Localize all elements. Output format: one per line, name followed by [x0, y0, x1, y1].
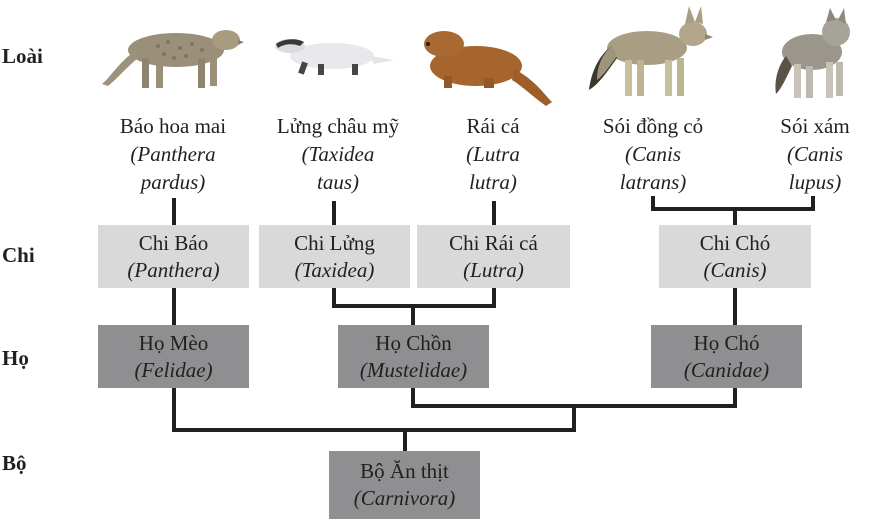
- connector-line: [172, 428, 576, 432]
- family-name: Họ Chó: [693, 330, 760, 355]
- rank-label-family: Họ: [2, 346, 29, 370]
- genus-name: Chi Chó: [699, 230, 771, 255]
- family-scientific-name: (Felidae): [134, 357, 213, 382]
- species-common-name: Lửng châu mỹ: [276, 114, 400, 138]
- connector-line: [172, 198, 176, 225]
- family-box-mustelidae: Họ Chồn (Mustelidae): [338, 325, 489, 388]
- genus-name: Chi Lửng: [294, 230, 375, 255]
- species-scientific-name-genus: (Canis: [786, 142, 843, 166]
- connector-line: [492, 288, 496, 307]
- genus-scientific-name: (Taxidea): [294, 257, 375, 282]
- species-common-name: Sói xám: [780, 114, 850, 138]
- connector-line: [403, 428, 407, 451]
- connector-line: [572, 404, 576, 431]
- family-name: Họ Mèo: [138, 330, 209, 355]
- order-box-carnivora: Bộ Ăn thịt (Carnivora): [329, 451, 480, 519]
- family-name: Họ Chồn: [375, 330, 452, 355]
- rank-label-species: Loài: [2, 44, 43, 68]
- connector-line: [811, 196, 815, 210]
- species-label-gray-wolf: Sói xám (Canis lupus): [730, 112, 875, 196]
- otter-illustration-icon: [414, 24, 554, 109]
- connector-line: [411, 388, 415, 408]
- species-common-name: Sói đồng cỏ: [602, 114, 704, 138]
- rank-label-order: Bộ: [2, 451, 27, 475]
- connector-line: [651, 196, 655, 210]
- species-scientific-name-genus: (Panthera: [130, 142, 216, 166]
- genus-box-panthera: Chi Báo (Panthera): [98, 225, 249, 288]
- gray-wolf-illustration-icon: [770, 4, 860, 104]
- genus-scientific-name: (Panthera): [127, 257, 220, 282]
- coyote-illustration-icon: [585, 2, 715, 102]
- genus-box-canis: Chi Chó (Canis): [659, 225, 811, 288]
- genus-name: Chi Rái cá: [449, 230, 538, 255]
- connector-line: [332, 201, 336, 225]
- species-scientific-name-genus: (Canis: [624, 142, 681, 166]
- genus-name: Chi Báo: [138, 230, 209, 255]
- order-scientific-name: (Carnivora): [353, 486, 456, 510]
- species-scientific-name-epithet: lupus): [788, 170, 842, 194]
- species-scientific-name-genus: (Lutra: [466, 142, 520, 166]
- species-label-coyote: Sói đồng cỏ (Canis latrans): [568, 112, 738, 196]
- rank-label-genus: Chi: [2, 243, 35, 267]
- connector-line: [332, 288, 336, 307]
- species-label-leopard: Báo hoa mai (Panthera pardus): [88, 112, 258, 196]
- family-box-felidae: Họ Mèo (Felidae): [98, 325, 249, 388]
- connector-line: [733, 388, 737, 408]
- species-scientific-name-genus: (Taxidea: [301, 142, 375, 166]
- genus-scientific-name: (Canis): [703, 257, 767, 282]
- connector-line: [172, 388, 176, 431]
- connector-line: [492, 201, 496, 225]
- connector-line: [733, 207, 737, 225]
- leopard-illustration-icon: [98, 18, 248, 93]
- species-label-badger: Lửng châu mỹ (Taxidea taus): [253, 112, 423, 196]
- family-box-canidae: Họ Chó (Canidae): [651, 325, 802, 388]
- connector-line: [733, 288, 737, 325]
- genus-box-taxidea: Chi Lửng (Taxidea): [259, 225, 410, 288]
- american-badger-illustration-icon: [270, 30, 410, 80]
- family-scientific-name: (Canidae): [683, 357, 770, 382]
- order-name: Bộ Ăn thịt: [360, 459, 449, 483]
- connector-line: [411, 304, 415, 325]
- species-scientific-name-epithet: taus): [317, 170, 359, 194]
- connector-line: [172, 288, 176, 325]
- family-scientific-name: (Mustelidae): [359, 357, 468, 382]
- genus-scientific-name: (Lutra): [463, 257, 524, 282]
- species-common-name: Rái cá: [466, 114, 520, 138]
- genus-box-lutra: Chi Rái cá (Lutra): [417, 225, 570, 288]
- species-scientific-name-epithet: pardus): [140, 170, 206, 194]
- species-scientific-name-epithet: latrans): [619, 170, 687, 194]
- species-common-name: Báo hoa mai: [119, 114, 227, 138]
- species-scientific-name-epithet: lutra): [469, 170, 517, 194]
- species-label-otter: Rái cá (Lutra lutra): [408, 112, 578, 196]
